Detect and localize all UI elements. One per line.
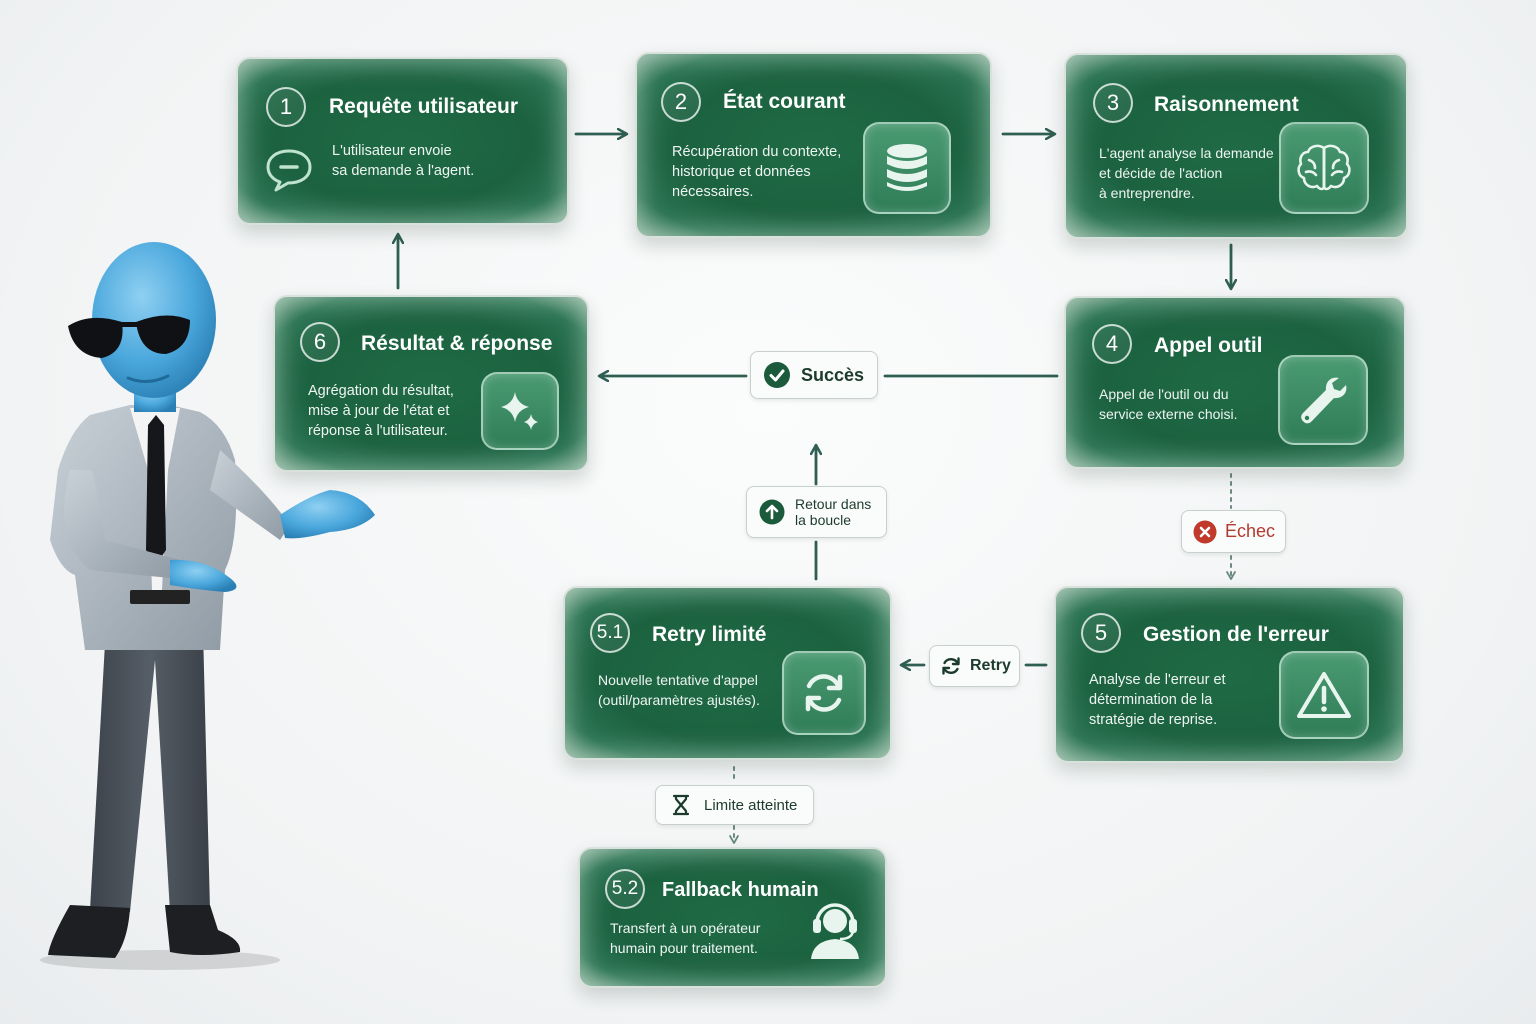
retry-icon [942, 657, 960, 675]
step-number: 4 [1092, 324, 1132, 364]
hourglass-icon [672, 794, 690, 816]
step-number: 2 [661, 82, 701, 122]
failure-label: Échec [1181, 510, 1286, 553]
check-circle-icon [764, 362, 790, 388]
step-title: Fallback humain [662, 879, 819, 901]
warning-icon [1279, 651, 1369, 739]
step-number: 5 [1081, 613, 1121, 653]
step-number: 1 [266, 87, 306, 127]
success-label: Succès [750, 351, 878, 399]
step-3-card: 3 Raisonnement L'agent analyse la demand… [1064, 53, 1408, 239]
step-5-2-card: 5.2 Fallback humain Transfert à un opéra… [578, 847, 887, 988]
step-5-card: 5 Gestion de l'erreur Analyse de l'erreu… [1054, 586, 1405, 763]
mascot-illustration [40, 242, 375, 970]
wrench-icon [1278, 355, 1368, 445]
x-circle-icon [1193, 520, 1217, 543]
step-title: Raisonnement [1154, 93, 1299, 116]
step-title: Retry limité [652, 623, 767, 646]
step-title: Résultat & réponse [361, 332, 553, 355]
step-description: Nouvelle tentative d'appel(outil/paramèt… [598, 672, 760, 708]
step-description: Agrégation du résultat,mise à jour de l'… [308, 383, 454, 439]
brain-icon [1279, 122, 1369, 214]
arrow-up-circle-icon [759, 499, 785, 525]
limit-reached-label: Limite atteinte [655, 785, 814, 825]
step-number: 5.1 [590, 613, 630, 653]
step-number: 6 [300, 322, 340, 362]
step-1-card: 1 Requête utilisateur L'utilisateur envo… [236, 57, 569, 225]
step-6-card: 6 Résultat & réponse Agrégation du résul… [273, 295, 589, 472]
step-title: Requête utilisateur [329, 95, 519, 118]
step-number: 5.2 [605, 869, 645, 909]
retry-label: Retry [929, 645, 1020, 687]
step-2-card: 2 État courant Récupération du contexte,… [635, 52, 992, 238]
chat-bubble-icon [266, 149, 312, 192]
headset-icon [811, 903, 859, 959]
step-description: Récupération du contexte,historique et d… [672, 144, 842, 200]
step-title: État courant [723, 90, 846, 113]
step-number: 3 [1093, 83, 1133, 123]
refresh-icon [782, 651, 866, 735]
step-5-1-card: 5.1 Retry limité Nouvelle tentative d'ap… [563, 586, 892, 760]
step-title: Gestion de l'erreur [1143, 623, 1329, 646]
loop-back-label: Retour dans la boucle [746, 486, 887, 538]
database-icon [863, 122, 951, 214]
step-title: Appel outil [1154, 334, 1263, 357]
sparkle-icon [481, 372, 559, 450]
